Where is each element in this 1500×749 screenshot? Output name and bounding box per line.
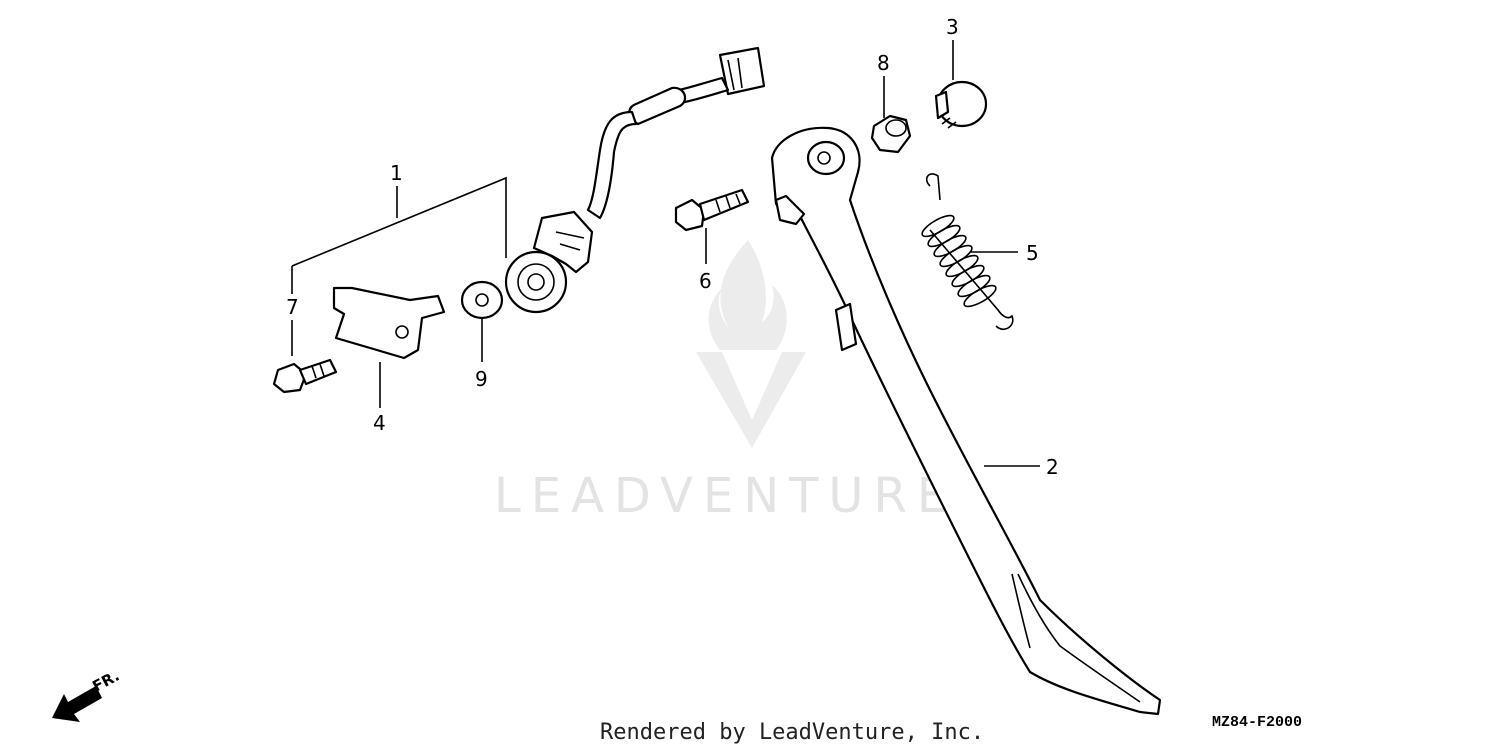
callout-6: 6 bbox=[699, 269, 712, 293]
callout-5: 5 bbox=[1026, 241, 1039, 265]
return-spring[interactable] bbox=[919, 173, 1014, 331]
watermark-brand: LEADVENTURE bbox=[494, 468, 957, 524]
watermark: LEADVENTURE bbox=[494, 240, 957, 524]
front-direction-arrow-icon bbox=[52, 686, 102, 722]
rendered-by-credit: Rendered by LeadVenture, Inc. bbox=[600, 720, 984, 745]
callout-9: 9 bbox=[475, 367, 488, 391]
side-stand[interactable] bbox=[770, 126, 1162, 716]
switch-plate[interactable] bbox=[332, 286, 446, 360]
leader-lines bbox=[291, 40, 1040, 467]
switch-connector bbox=[718, 46, 766, 96]
callout-3: 3 bbox=[946, 15, 959, 39]
diagram-code: MZ84-F2000 bbox=[1212, 714, 1302, 731]
bolt-7[interactable] bbox=[272, 358, 338, 394]
callout-7: 7 bbox=[286, 295, 299, 319]
front-direction-indicator: FR. bbox=[52, 667, 122, 722]
nut[interactable] bbox=[870, 114, 912, 154]
side-stand-switch[interactable] bbox=[504, 46, 766, 314]
callout-4: 4 bbox=[373, 411, 386, 435]
callout-1: 1 bbox=[390, 161, 403, 185]
callouts: 1 2 3 4 5 6 7 8 9 bbox=[286, 15, 1059, 479]
rubber-cap[interactable] bbox=[934, 80, 988, 129]
washer[interactable] bbox=[460, 280, 504, 320]
watermark-logo-icon bbox=[696, 240, 806, 448]
bolt-6[interactable] bbox=[674, 188, 750, 232]
callout-2: 2 bbox=[1046, 455, 1059, 479]
callout-8: 8 bbox=[877, 51, 890, 75]
